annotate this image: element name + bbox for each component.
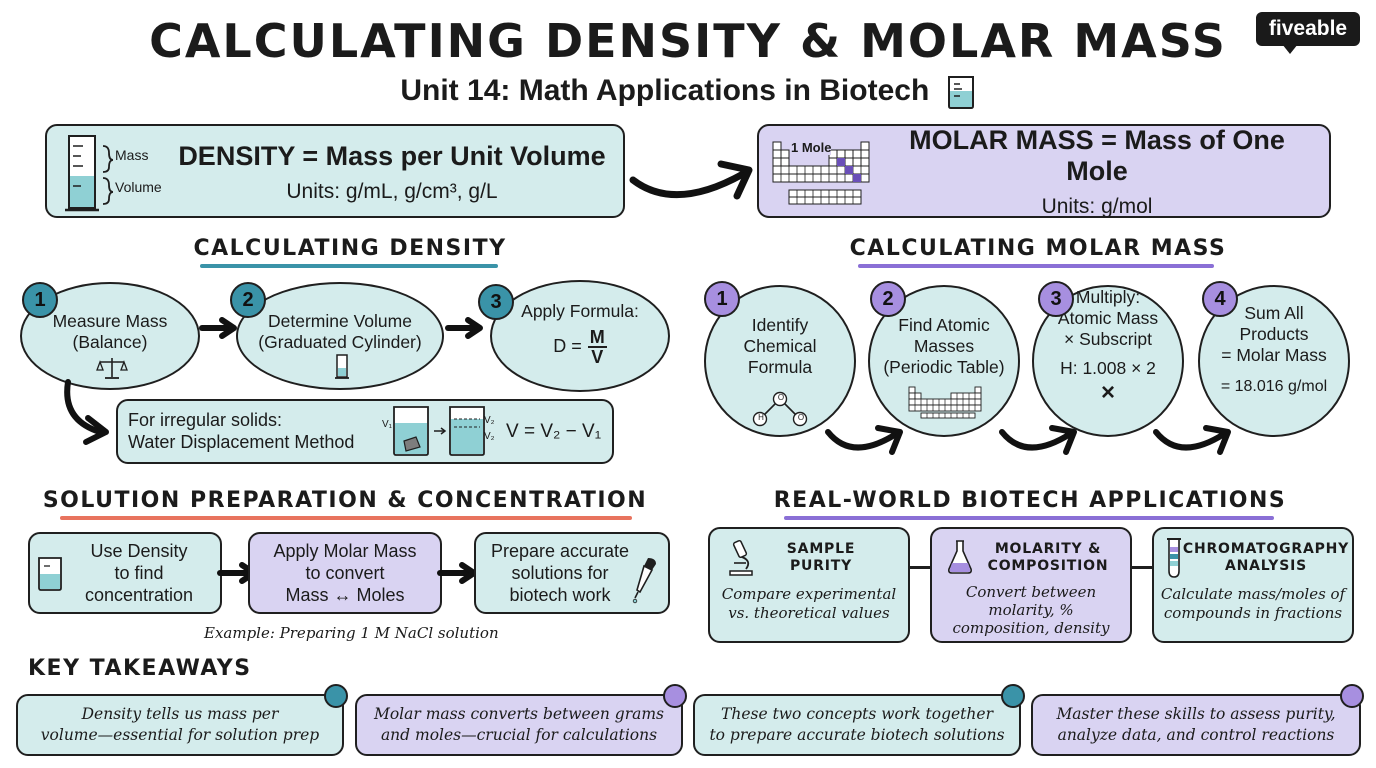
application-molarity: MOLARITY & COMPOSITION Convert between m… (930, 527, 1132, 643)
density-step-3-badge: 3 (478, 284, 514, 320)
displacement-formula: V = V₂ − V₁ (506, 421, 602, 442)
graduated-cylinder-icon (65, 135, 114, 212)
solution-step-molar-mass: Apply Molar Mass to convert Mass ↔ Moles (248, 532, 442, 614)
atom-o-label: O (777, 393, 785, 402)
applications-heading-underline (784, 516, 1274, 520)
balance-scale-icon (96, 358, 128, 379)
molar-step-3-badge: 3 (1038, 281, 1074, 317)
takeaway-dot-2 (663, 684, 687, 708)
applications-section-heading: REAL-WORLD BIOTECH APPLICATIONS (773, 488, 1287, 513)
arrow-right-icon (825, 425, 903, 455)
takeaway-dot-4 (1340, 684, 1364, 708)
density-section-heading: CALCULATING DENSITY (193, 236, 507, 261)
takeaway-dot-3 (1001, 684, 1025, 708)
page-title: CALCULATING DENSITY & MOLAR MASS (149, 14, 1227, 68)
connector-line (910, 566, 930, 569)
water-displacement-box: For irregular solids: Water Displacement… (116, 399, 614, 464)
multiply-example: H: 1.008 × 2 (1060, 358, 1156, 378)
takeaway-card-3: These two concepts work together to prep… (693, 694, 1021, 756)
dropper-icon (632, 558, 656, 604)
one-mole-label: 1 Mole (791, 140, 832, 155)
arrow-right-icon (445, 317, 483, 339)
v2-label: V₂ (484, 415, 495, 426)
density-definition: DENSITY = Mass per Unit Volume (178, 140, 606, 171)
density-heading-underline (200, 264, 498, 268)
takeaway-card-1: Density tells us mass per volume—essenti… (16, 694, 344, 756)
molar-step-4-badge: 4 (1202, 281, 1238, 317)
atom-h-label: H (758, 413, 764, 422)
density-step-3: Apply Formula: D = M V (490, 280, 670, 392)
density-definition-box: Mass Volume DENSITY = Mass per Unit Volu… (45, 124, 625, 218)
molar-step-2-badge: 2 (870, 281, 906, 317)
takeaway-dot-1 (324, 684, 348, 708)
density-step-2-badge: 2 (230, 282, 266, 318)
v1-label: V₁ (382, 419, 393, 430)
arrow-down-right-icon (64, 379, 109, 445)
brand-logo: fiveable (1256, 12, 1360, 46)
density-step-2: Determine Volume (Graduated Cylinder) (236, 282, 444, 390)
beaker-icon (38, 557, 62, 591)
brand-logo-tail (1282, 44, 1298, 54)
takeaway-card-4: Master these skills to assess purity, an… (1031, 694, 1361, 756)
flask-icon (948, 540, 972, 574)
beaker-icon (946, 75, 976, 110)
molar-mass-definition-box: 1 Mole MOLAR MASS = Mass of One Mole Uni… (757, 124, 1331, 218)
application-sample-purity: SAMPLE PURITY Compare experimental vs. t… (708, 527, 910, 643)
solution-step-density: Use Density to find concentration (28, 532, 222, 614)
molar-mass-units: Units: g/mol (1041, 195, 1153, 218)
mass-label: Mass (115, 147, 149, 163)
water-molecule-icon (752, 391, 808, 427)
molar-mass-result: = 18.016 g/mol (1220, 378, 1328, 395)
takeaways-heading: KEY TAKEAWAYS (28, 656, 252, 681)
density-formula: D = M V (553, 326, 607, 367)
v2-label-lower: V₂ (484, 431, 495, 442)
test-tube-icon (1167, 538, 1181, 578)
solution-section-heading: SOLUTION PREPARATION & CONCENTRATION (42, 488, 648, 513)
arrow-right-icon (1153, 425, 1231, 455)
molar-mass-definition: MOLAR MASS = Mass of One Mole (909, 125, 1285, 186)
molar-step-1-badge: 1 (704, 281, 740, 317)
volume-label: Volume (115, 179, 162, 195)
density-units: Units: g/mL, g/cm³, g/L (286, 179, 498, 203)
solution-example: Example: Preparing 1 M NaCl solution (204, 624, 499, 642)
periodic-table-icon (908, 386, 982, 419)
arrow-right-icon (629, 160, 753, 200)
water-displacement-icon (393, 406, 485, 456)
density-step-1: Measure Mass (Balance) (20, 282, 200, 390)
arrow-right-icon (999, 425, 1077, 455)
connector-line (1132, 566, 1152, 569)
graduated-cylinder-icon (335, 354, 349, 379)
atom-o-label-2: O (797, 413, 805, 422)
solution-step-prepare: Prepare accurate solutions for biotech w… (474, 532, 670, 614)
multiply-icon: × (1100, 379, 1115, 406)
microscope-icon (729, 539, 753, 576)
application-chromatography: CHROMATOGRAPHY ANALYSIS Calculate mass/m… (1152, 527, 1354, 643)
density-step-1-badge: 1 (22, 282, 58, 318)
molar-step-4: Sum All Products = Molar Mass = 18.016 g… (1198, 285, 1350, 437)
molar-step-3: Multiply: Atomic Mass × Subscript H: 1.0… (1032, 285, 1184, 437)
solution-heading-underline (60, 516, 632, 520)
page-subtitle: Unit 14: Math Applications in Biotech (0, 74, 1376, 110)
periodic-table-icon (772, 141, 870, 205)
arrow-right-icon (199, 317, 237, 339)
takeaway-card-2: Molar mass converts between grams and mo… (355, 694, 683, 756)
molar-heading-underline (858, 264, 1214, 268)
molar-section-heading: CALCULATING MOLAR MASS (849, 236, 1227, 261)
